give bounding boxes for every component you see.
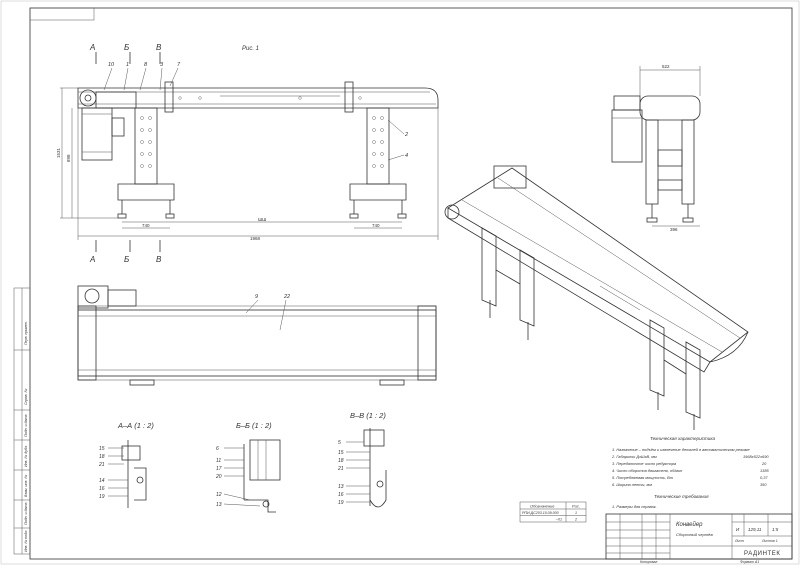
front-view: 10 1 8 3 7 2 4 1531 898 740 ШШ 740 1968 xyxy=(56,62,439,241)
position-label: 6 xyxy=(216,446,219,452)
side-label: Подп. и дата xyxy=(24,415,28,438)
side-label: Подп. и дата xyxy=(24,503,28,526)
position-label: 12 xyxy=(216,492,222,498)
spec-item: 6. Ширина ленты, мм xyxy=(612,482,652,487)
title-block-mass: 129,11 xyxy=(748,527,762,532)
dim-side-width-bottom: 396 xyxy=(670,227,678,232)
title-block-sheets: Листов 1 xyxy=(761,539,778,543)
position-label: 11 xyxy=(216,458,221,464)
position-label: 13 xyxy=(338,484,344,490)
top-motor xyxy=(107,289,137,307)
dim-height-total: 1531 xyxy=(56,147,61,158)
position-label: 8 xyxy=(144,62,148,68)
spec-table-header: Рис. xyxy=(572,504,580,509)
position-label: 19 xyxy=(99,494,105,500)
title-block-name: Конвейер xyxy=(676,521,703,528)
spec-table-cell: 1 xyxy=(575,511,577,515)
tech-specs: Техническая характеристика 1. Назначение… xyxy=(611,436,769,509)
position-label: 7 xyxy=(177,62,181,68)
position-label: 16 xyxy=(99,486,105,492)
figure-label: Рис. 1 xyxy=(242,46,259,52)
position-label: 21 xyxy=(98,462,105,468)
spec-item: 1. Назначение – подъём и извлечение дета… xyxy=(612,447,750,452)
iso-motor xyxy=(493,165,527,189)
company-logo: РАДИНТЕК xyxy=(744,551,780,557)
spec-item: 3. Передаточное число редуктора xyxy=(612,461,677,466)
position-label: 19 xyxy=(338,500,344,506)
side-label: Инв. № подл. xyxy=(24,530,28,552)
spec-item: 5. Потребляемая мощность, Вт xyxy=(612,475,674,480)
spec-value: 1385 xyxy=(760,468,769,473)
position-label: 17 xyxy=(216,466,222,472)
dim-leg-left: 740 xyxy=(142,223,150,228)
position-label: 20 xyxy=(215,474,222,480)
position-label: 4 xyxy=(405,153,408,159)
section-letter-a: А xyxy=(89,43,95,52)
spec-value: 1968х522х690 xyxy=(743,454,769,459)
position-label: 15 xyxy=(99,446,105,452)
spec-value: 20 xyxy=(761,461,767,466)
spec-item: 2. Габариты ДхШхВ, мм xyxy=(611,454,657,459)
side-label: Перв. примен. xyxy=(24,321,28,345)
section-title-a: А–А (1 : 2) xyxy=(117,421,154,430)
dim-height-inner: 898 xyxy=(66,154,71,162)
section-letter-v: В xyxy=(156,43,162,52)
title-block-stage: И xyxy=(736,527,740,532)
title-block-copy: Копировал xyxy=(640,560,657,564)
section-markers: А Б В А Б В xyxy=(89,43,162,264)
drawing-frame xyxy=(29,7,793,560)
dim-width-inner: ШШ xyxy=(258,217,266,222)
position-label: 9 xyxy=(255,294,258,300)
section-letter-b: Б xyxy=(124,255,129,264)
section-letter-a: А xyxy=(89,255,95,264)
spec-table-cell: РПИ.ДС203.15.09.000 xyxy=(522,511,559,515)
title-block: Конвейер Сборочный чертёж И 129,11 1:5 Л… xyxy=(605,513,793,564)
position-label: 10 xyxy=(108,62,115,68)
section-letter-v: В xyxy=(156,255,162,264)
section-title-b: Б–Б (1 : 2) xyxy=(236,421,272,430)
side-motor xyxy=(611,109,643,163)
isometric-view xyxy=(444,165,749,430)
position-label: 22 xyxy=(283,294,290,300)
position-label: 14 xyxy=(99,478,105,484)
spec-table: Обозначение Рис. РПИ.ДС203.15.09.000 1 –… xyxy=(519,501,587,523)
section-title-v: В–В (1 : 2) xyxy=(350,411,386,420)
spec-value: 0,37 xyxy=(760,475,768,480)
tech-requirements-heading: Технические требования xyxy=(654,494,709,499)
position-label: 3 xyxy=(160,62,164,68)
title-block-format: Формат А1 xyxy=(740,560,759,564)
spec-table-header: Обозначение xyxy=(530,504,555,509)
spec-table-cell: 2 xyxy=(574,518,577,522)
title-block-doc-type: Сборочный чертёж xyxy=(676,532,713,537)
position-label: 18 xyxy=(99,454,105,460)
side-view: 522 396 xyxy=(611,64,701,232)
title-block-scale: 1:5 xyxy=(772,527,779,532)
spec-item: 4. Число оборотов двигателя, об/мин xyxy=(612,468,683,473)
dim-width-total: 1968 xyxy=(250,236,261,241)
tech-specs-heading: Техническая характеристика xyxy=(650,436,715,441)
position-label: 13 xyxy=(216,502,222,508)
position-label: 1 xyxy=(126,62,129,68)
position-label: 15 xyxy=(338,450,344,456)
position-label: 16 xyxy=(338,492,344,498)
dim-side-width-top: 522 xyxy=(662,64,670,69)
position-label: 5 xyxy=(338,440,341,446)
dim-leg-right: 740 xyxy=(372,223,380,228)
section-letter-b: Б xyxy=(124,43,129,52)
side-label: Взам. инв. № xyxy=(24,475,28,497)
side-label: Инв. № дубл. xyxy=(24,445,28,467)
tech-requirement: 1. Размеры для справок. xyxy=(612,504,657,509)
section-details: А–А (1 : 2) Б–Б (1 : 2) В–В (1 : 2) 15 1… xyxy=(98,411,387,513)
spec-value: 350 xyxy=(760,482,767,487)
side-strip: Перв. примен. Справ. № Подп. и дата Инв.… xyxy=(13,287,31,555)
title-block-sheet: Лист xyxy=(734,539,744,543)
spec-table-cell: –01 xyxy=(555,518,562,522)
top-view: 9 22 xyxy=(77,285,437,386)
position-label: 2 xyxy=(404,132,408,138)
position-label: 21 xyxy=(337,466,344,472)
side-label: Справ. № xyxy=(24,389,28,405)
position-label: 18 xyxy=(338,458,344,464)
